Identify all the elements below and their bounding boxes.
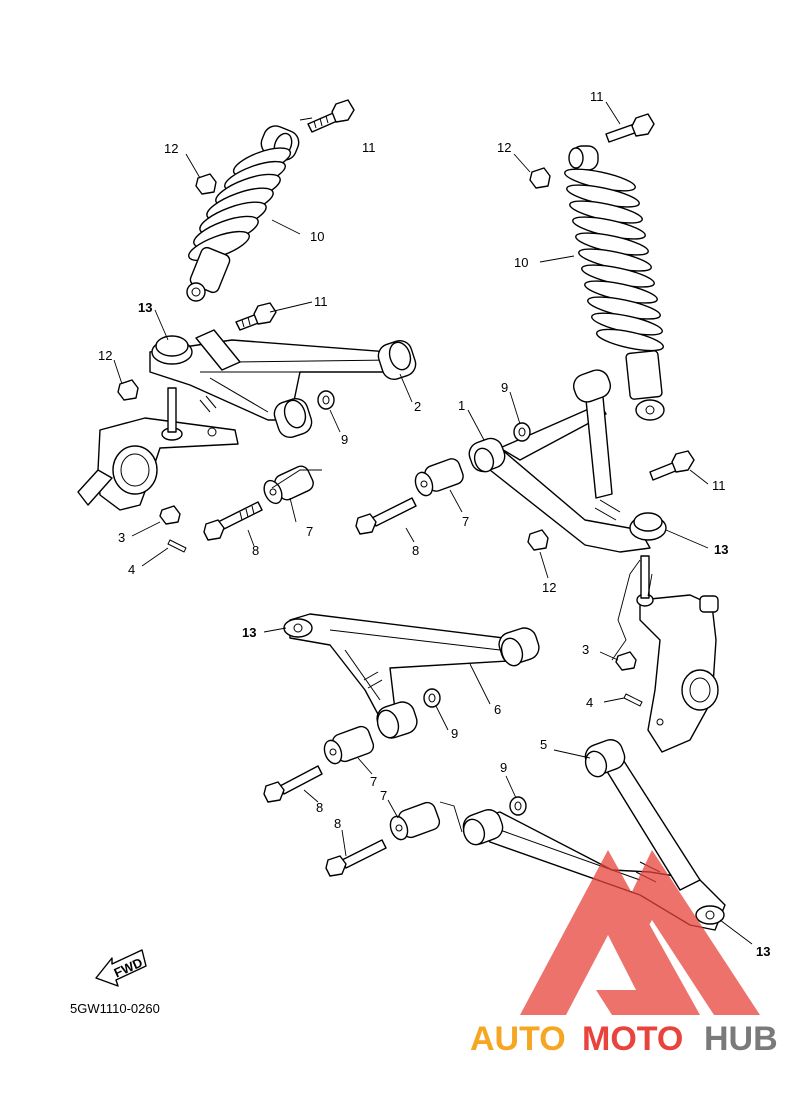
upper-arm-right[interactable]: [466, 367, 667, 553]
nut-3-left[interactable]: [159, 505, 181, 525]
diagram-code: 5GW1110-0260: [70, 1001, 160, 1016]
callout-12: 12: [98, 348, 112, 363]
bushing-7-lower-left[interactable]: [321, 724, 375, 766]
washer-9-right-upper[interactable]: [513, 422, 531, 442]
washer-9-left[interactable]: [317, 390, 335, 410]
callout-12: 12: [497, 140, 511, 155]
callout-11: 11: [362, 140, 376, 155]
callout-8: 8: [334, 816, 341, 831]
bolt-11-mid-right[interactable]: [649, 450, 695, 481]
nut-12-mid-right[interactable]: [527, 529, 549, 551]
wordmark-auto: AUTO: [470, 1020, 566, 1058]
washer-9-lower-left[interactable]: [423, 688, 441, 708]
callout-13: 13: [714, 542, 728, 557]
bolt-11-upper-left[interactable]: [307, 99, 355, 133]
leader-lines: [113, 101, 753, 945]
bolt-8-lower-left[interactable]: [263, 765, 323, 803]
automotohub-wordmark: AUTO MOTO HUB: [470, 1020, 778, 1058]
callout-9: 9: [451, 726, 458, 741]
callout-13: 13: [242, 625, 256, 640]
cotter-pin-4-right[interactable]: [623, 693, 643, 707]
callout-4: 4: [586, 695, 593, 710]
nut-12-upper-left[interactable]: [195, 173, 217, 195]
callout-11: 11: [712, 478, 726, 493]
callout-3: 3: [118, 530, 125, 545]
logo-triangle-outer: [520, 850, 700, 1015]
washer-9-lower-right[interactable]: [509, 796, 527, 816]
lower-arm-left[interactable]: [283, 613, 542, 741]
callout-11: 11: [314, 294, 328, 309]
logo-triangle-inner: [616, 850, 760, 1015]
automotohub-logo: [520, 850, 760, 1015]
nut-3-right[interactable]: [615, 651, 637, 671]
callout-9: 9: [501, 380, 508, 395]
bolt-11-mid-left[interactable]: [235, 302, 277, 331]
cotter-pin-4-left[interactable]: [167, 539, 187, 553]
callout-7: 7: [380, 788, 387, 803]
bushing-7-lower-right[interactable]: [387, 800, 441, 842]
callout-8: 8: [316, 800, 323, 815]
steering-knuckle-right[interactable]: [636, 555, 719, 753]
bolt-8-lower-right[interactable]: [325, 839, 387, 877]
callout-9: 9: [341, 432, 348, 447]
bushing-7-right-upper[interactable]: [412, 457, 465, 498]
steering-knuckle-left[interactable]: [77, 387, 239, 511]
callout-2: 2: [414, 399, 421, 414]
bushing-7-left[interactable]: [261, 464, 316, 507]
nut-12-upper-right[interactable]: [529, 167, 551, 189]
callout-7: 7: [370, 774, 377, 789]
callout-labels: 11 12 10 13 11 12 2 9 7 3 8 4 11 12 10 9…: [98, 89, 770, 959]
callout-7: 7: [462, 514, 469, 529]
callout-8: 8: [252, 543, 259, 558]
bolt-8-right-upper[interactable]: [355, 497, 417, 535]
wordmark-moto: MOTO: [582, 1020, 683, 1058]
upper-arm-left[interactable]: [149, 329, 419, 440]
shock-absorber-left[interactable]: [186, 122, 303, 302]
callout-5: 5: [540, 737, 547, 752]
callout-3: 3: [582, 642, 589, 657]
callout-13: 13: [138, 300, 152, 315]
bolt-8-left[interactable]: [203, 501, 263, 541]
callout-9: 9: [500, 760, 507, 775]
callout-12: 12: [164, 141, 178, 156]
callout-11: 11: [590, 89, 604, 104]
callout-7: 7: [306, 524, 313, 539]
fwd-label: FWD: [112, 955, 145, 981]
callout-8: 8: [412, 543, 419, 558]
callout-13: 13: [756, 944, 770, 959]
callout-4: 4: [128, 562, 135, 577]
bolt-11-upper-right[interactable]: [605, 113, 655, 143]
shock-absorber-right[interactable]: [563, 145, 665, 421]
fwd-arrow-icon: FWD: [95, 949, 147, 987]
nut-12-mid-left[interactable]: [117, 379, 139, 401]
wordmark-hub: HUB: [704, 1020, 778, 1058]
callout-6: 6: [494, 702, 501, 717]
callout-12: 12: [542, 580, 556, 595]
callout-1: 1: [458, 398, 465, 413]
callout-10: 10: [310, 229, 324, 244]
callout-10: 10: [514, 255, 528, 270]
